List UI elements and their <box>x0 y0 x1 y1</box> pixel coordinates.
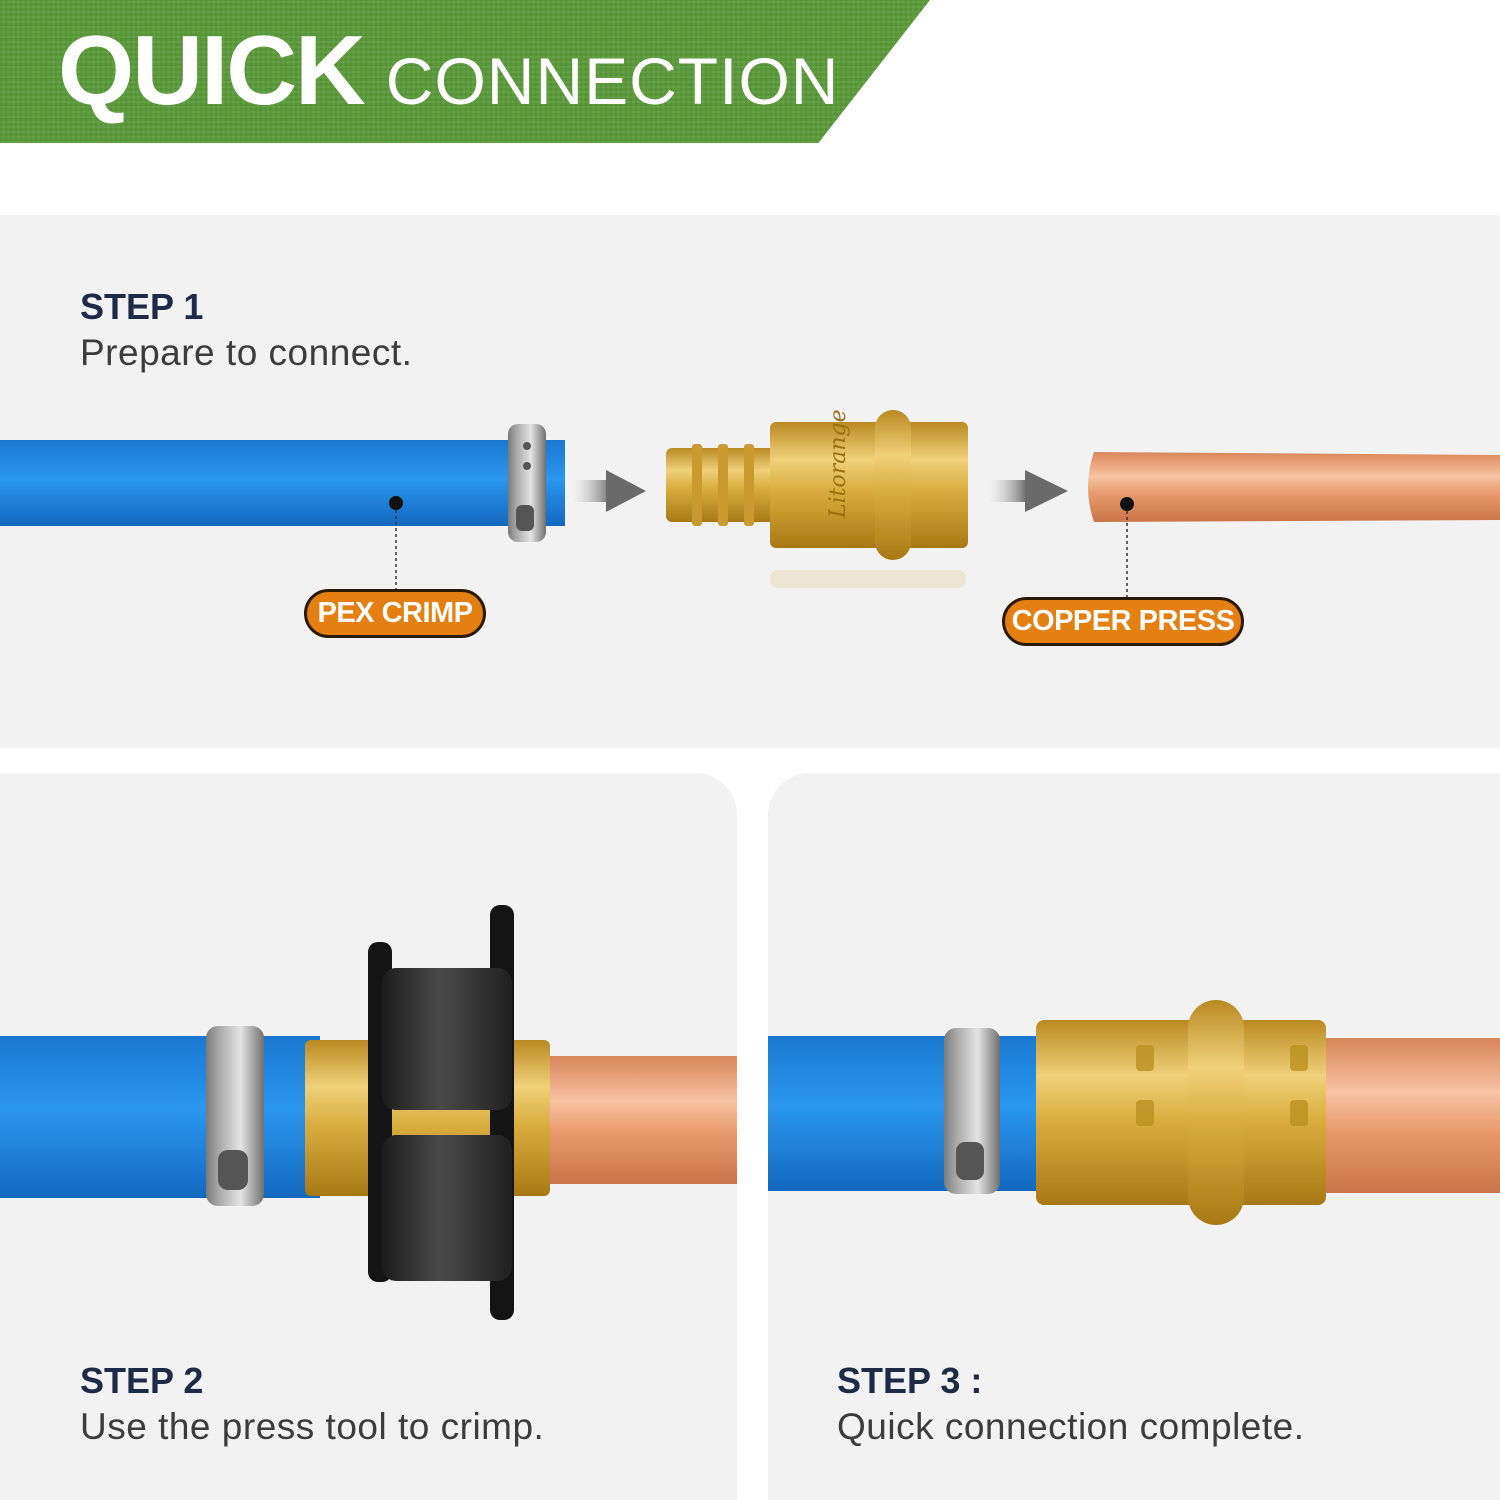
copper-press-callout: COPPER PRESS <box>1002 597 1244 646</box>
arrow-right-icon <box>988 470 1068 512</box>
step-1-description: Prepare to connect. <box>80 332 413 373</box>
press-jaw-icon <box>368 905 514 1320</box>
page-title: QUICK CONNECTION <box>58 14 839 127</box>
step-2-pex-pipe <box>0 1036 320 1198</box>
header-banner <box>0 0 930 143</box>
step-3-crimp-ring <box>944 1028 1000 1194</box>
title-bold: QUICK <box>58 15 366 125</box>
step-3-description: Quick connection complete. <box>837 1406 1305 1447</box>
title-light: CONNECTION <box>385 44 840 118</box>
step-1-title: STEP 1 <box>80 286 204 327</box>
copper-pipe <box>1088 452 1500 522</box>
step-3-pex-pipe <box>768 1036 1058 1191</box>
step-3-brass-fitting <box>1036 1000 1326 1225</box>
pex-pipe <box>0 440 565 526</box>
brass-fitting <box>666 410 968 588</box>
fitting-brand-logo: Litorange <box>826 409 851 518</box>
crimp-ring <box>508 424 546 542</box>
step-3-copper-pipe <box>1320 1038 1500 1193</box>
pex-crimp-callout: PEX CRIMP <box>304 589 486 638</box>
arrow-right-icon <box>572 470 646 512</box>
step-2-crimp-ring <box>206 1026 264 1206</box>
pex-pointer-dot <box>389 496 403 510</box>
step-2-title: STEP 2 <box>80 1360 204 1401</box>
step-2-copper-pipe <box>540 1056 737 1184</box>
step-3-title: STEP 3 : <box>837 1360 983 1401</box>
copper-pointer-dot <box>1120 497 1134 511</box>
step-2-description: Use the press tool to crimp. <box>80 1406 545 1447</box>
